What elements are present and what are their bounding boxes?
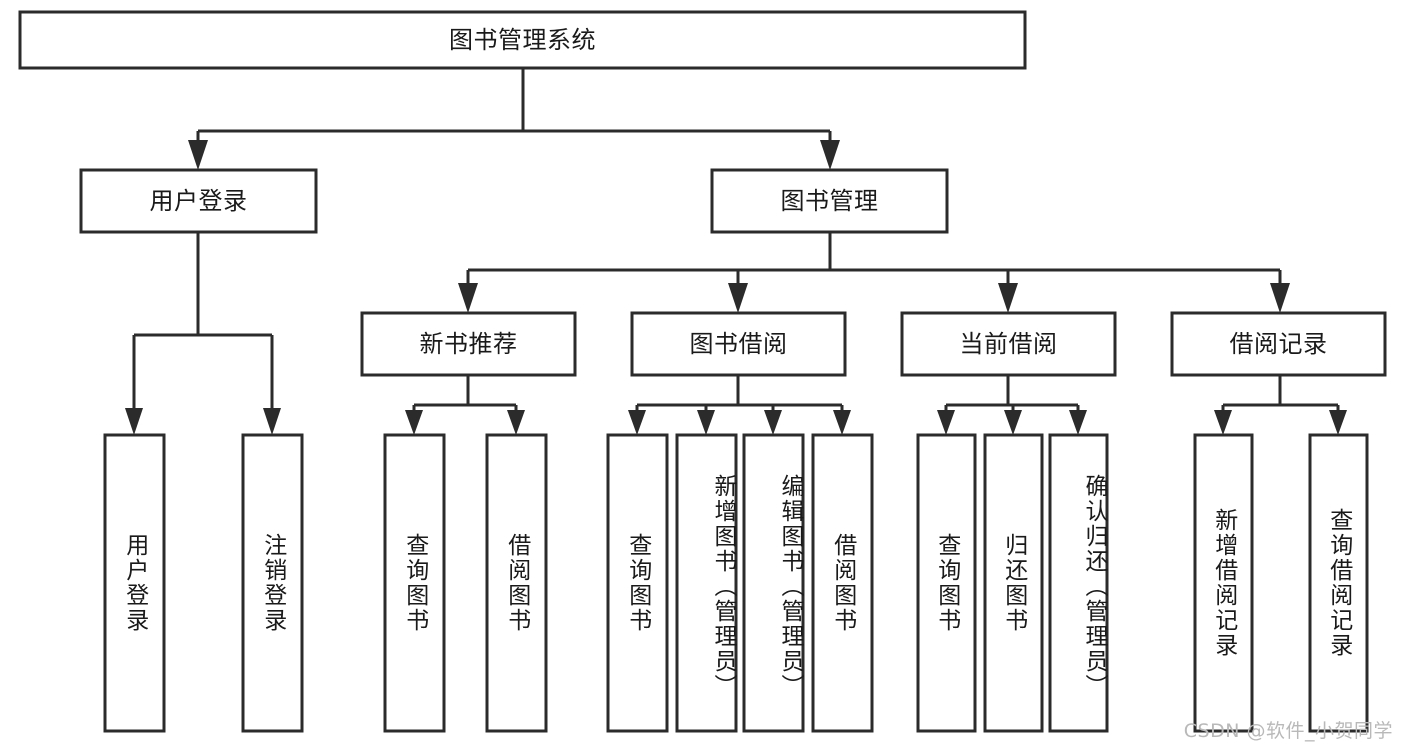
node-box-leaf-current-borrow-0[interactable] [916, 433, 977, 733]
arrow-head-leaf-new-book-0 [405, 410, 423, 435]
node-box-leaf-book-borrow-3[interactable] [811, 433, 874, 733]
node-box-leaf-book-borrow-0[interactable] [606, 433, 669, 733]
node-box-leaf-user-login-1[interactable] [241, 433, 304, 733]
arrow-head-leaf-borrow-record-1 [1329, 410, 1347, 435]
node-box-new-book-recommend[interactable] [360, 311, 577, 377]
connector-bookmgmt-to-level3 [458, 232, 1290, 313]
node-box-leaf-borrow-record-0[interactable] [1193, 433, 1254, 733]
arrow-head-current-borrow [998, 283, 1018, 313]
arrow-head-leaf-book-borrow-3 [833, 410, 851, 435]
node-box-leaf-current-borrow-1[interactable] [983, 433, 1044, 733]
arrow-head-leaf-current-borrow-0 [937, 410, 955, 435]
connector-root-to-level2 [188, 68, 840, 170]
connector-currentborrow-to-leaves [937, 375, 1087, 435]
arrow-head-leaf-book-borrow-1 [697, 410, 715, 435]
node-box-book-borrow[interactable] [630, 311, 847, 377]
node-box-book-management[interactable] [710, 168, 949, 234]
watermark-text: CSDN @软件_小贺同学 [1183, 720, 1393, 742]
arrow-head-leaf-user-login-0 [125, 408, 143, 435]
node-box-borrow-record[interactable] [1170, 311, 1387, 377]
node-box-leaf-user-login-0[interactable] [103, 433, 166, 733]
node-box-leaf-borrow-record-1[interactable] [1308, 433, 1369, 733]
node-box-user-login[interactable] [79, 168, 318, 234]
connector-bookborrow-to-leaves [628, 375, 851, 435]
arrow-head-leaf-current-borrow-1 [1004, 410, 1022, 435]
node-box-current-borrow[interactable] [900, 311, 1117, 377]
node-box-leaf-book-borrow-1[interactable] [675, 433, 738, 733]
arrow-head-book-management [820, 140, 840, 170]
arrow-head-new-book-recommend [458, 283, 478, 313]
node-box-leaf-book-borrow-2[interactable] [742, 433, 805, 733]
arrow-head-borrow-record [1270, 283, 1290, 313]
node-box-root[interactable] [18, 10, 1027, 70]
connector-newbook-to-leaves [405, 375, 525, 435]
node-box-leaf-new-book-0[interactable] [383, 433, 446, 733]
node-box-leaf-new-book-1[interactable] [485, 433, 548, 733]
connector-userlogin-to-leaves [125, 232, 281, 435]
arrow-head-leaf-current-borrow-2 [1069, 410, 1087, 435]
arrow-head-user-login [188, 140, 208, 170]
arrow-head-leaf-book-borrow-2 [764, 410, 782, 435]
arrow-head-leaf-borrow-record-0 [1214, 410, 1232, 435]
node-box-leaf-current-borrow-2[interactable] [1048, 433, 1109, 733]
arrow-head-book-borrow [728, 283, 748, 313]
arrow-head-leaf-book-borrow-0 [628, 410, 646, 435]
arrow-head-leaf-new-book-1 [507, 410, 525, 435]
arrow-head-leaf-user-login-1 [263, 408, 281, 435]
connector-borrowrecord-to-leaves [1214, 375, 1347, 435]
